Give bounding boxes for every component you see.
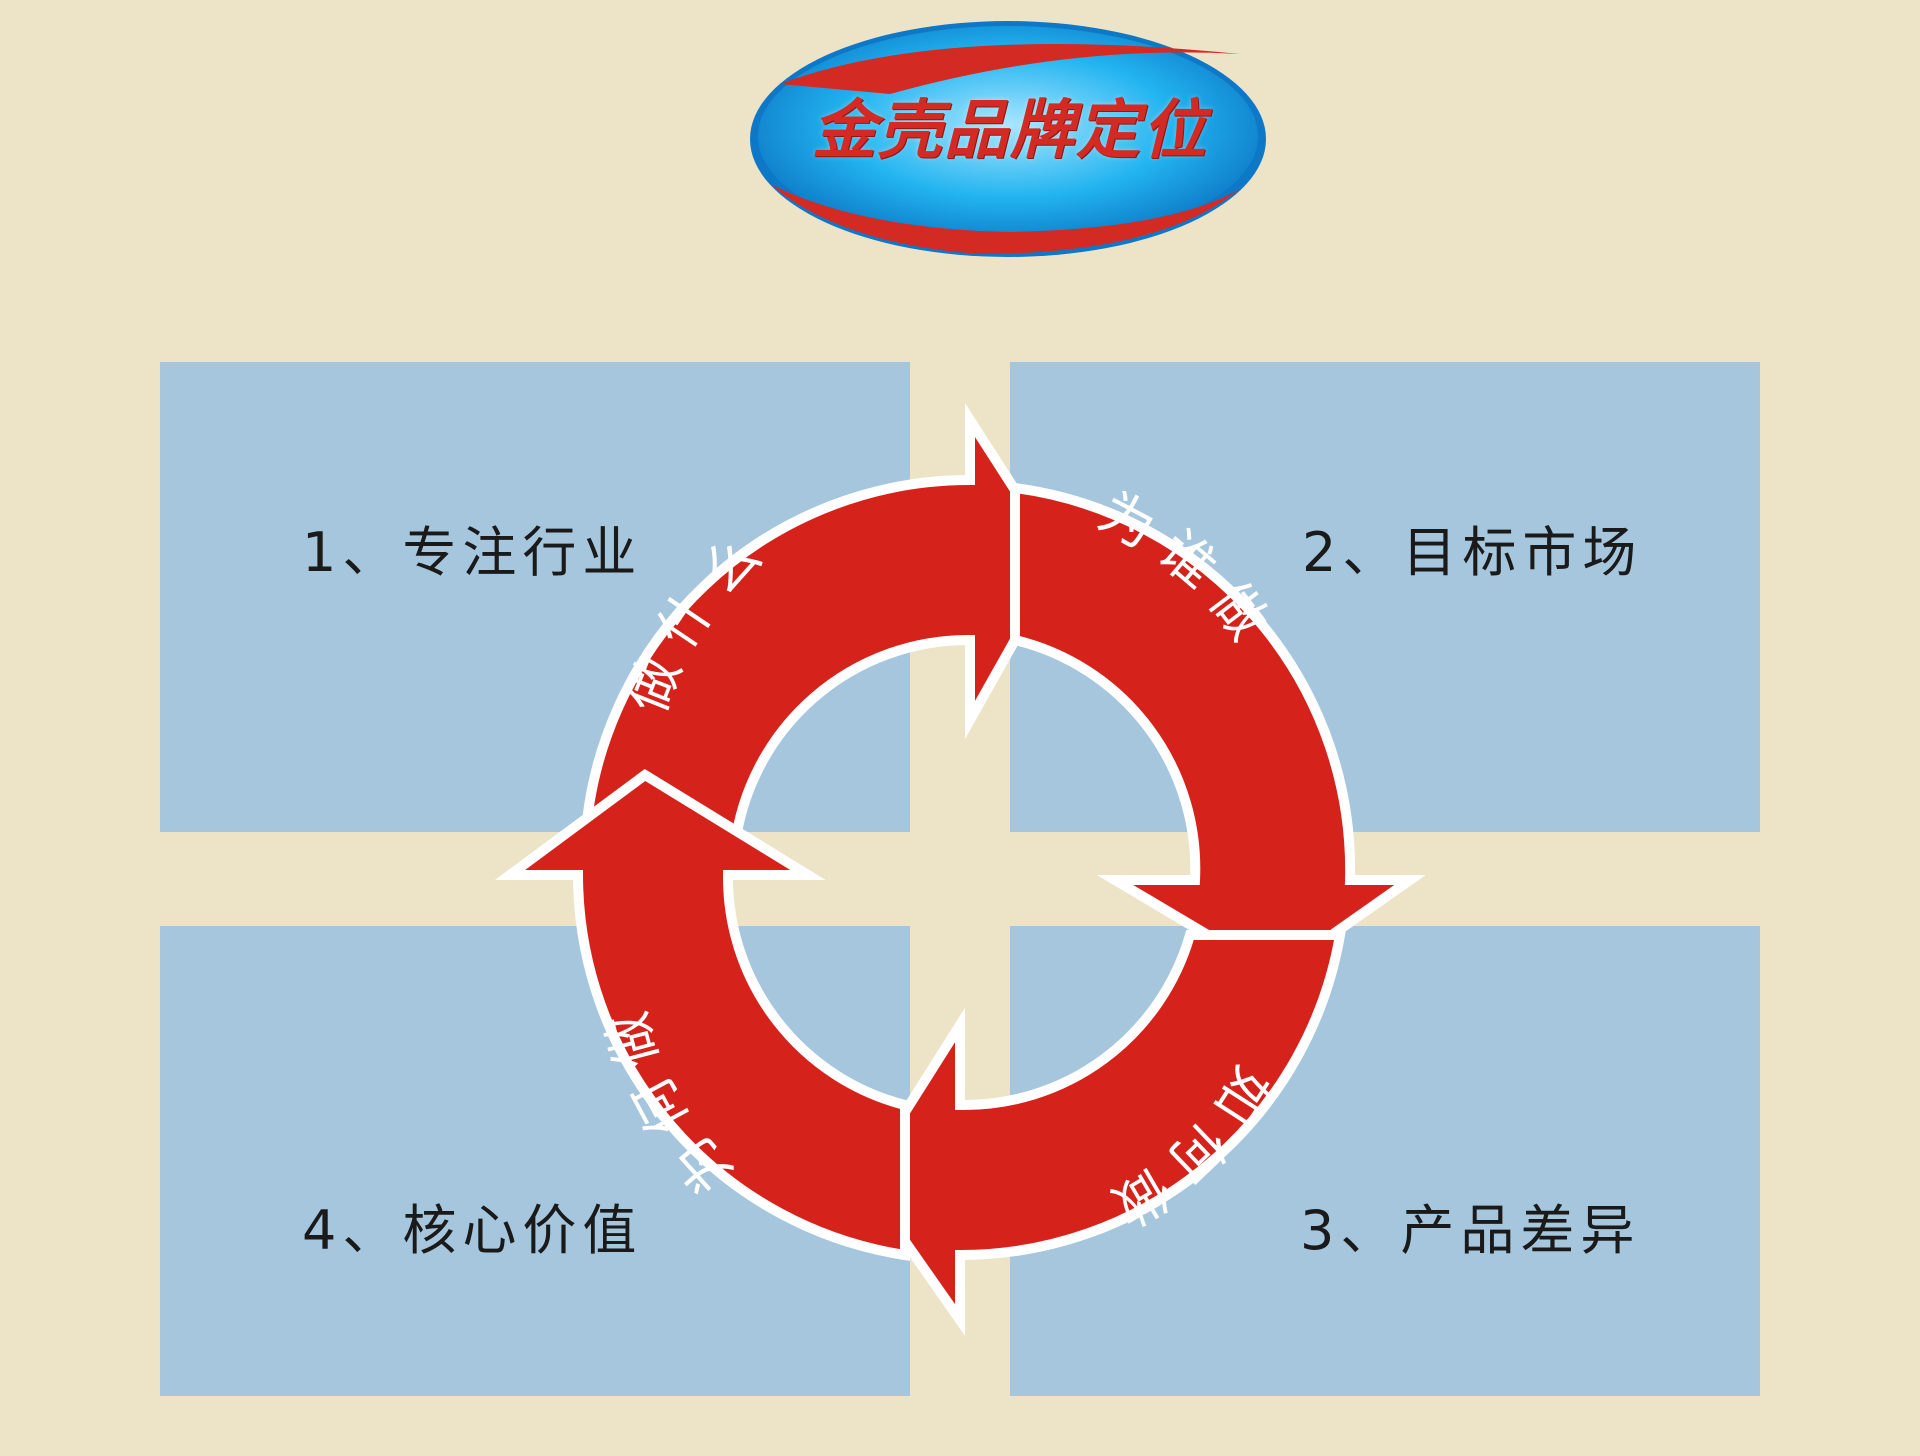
quadrant-panel-top-right — [1010, 362, 1760, 832]
quadrant-panel-bottom-left — [160, 926, 910, 1396]
quadrant-label-core-value: 4、核心价值 — [302, 1199, 643, 1262]
quadrant-panel-top-left — [160, 362, 910, 832]
badge-swoosh-top — [780, 44, 1240, 94]
title-badge-graphic — [750, 21, 1266, 257]
badge-swoosh-bottom — [770, 184, 1240, 254]
quadrant-panel-bottom-right — [1010, 926, 1760, 1396]
quadrant-label-product-difference: 3、产品差异 — [1300, 1199, 1641, 1262]
title-badge: 金壳品牌定位 — [740, 14, 1280, 264]
quadrant-label-focus-industry: 1、专注行业 — [302, 521, 643, 584]
quadrant-label-target-market: 2、目标市场 — [1302, 521, 1643, 584]
page-title: 金壳品牌定位 — [812, 93, 1208, 168]
